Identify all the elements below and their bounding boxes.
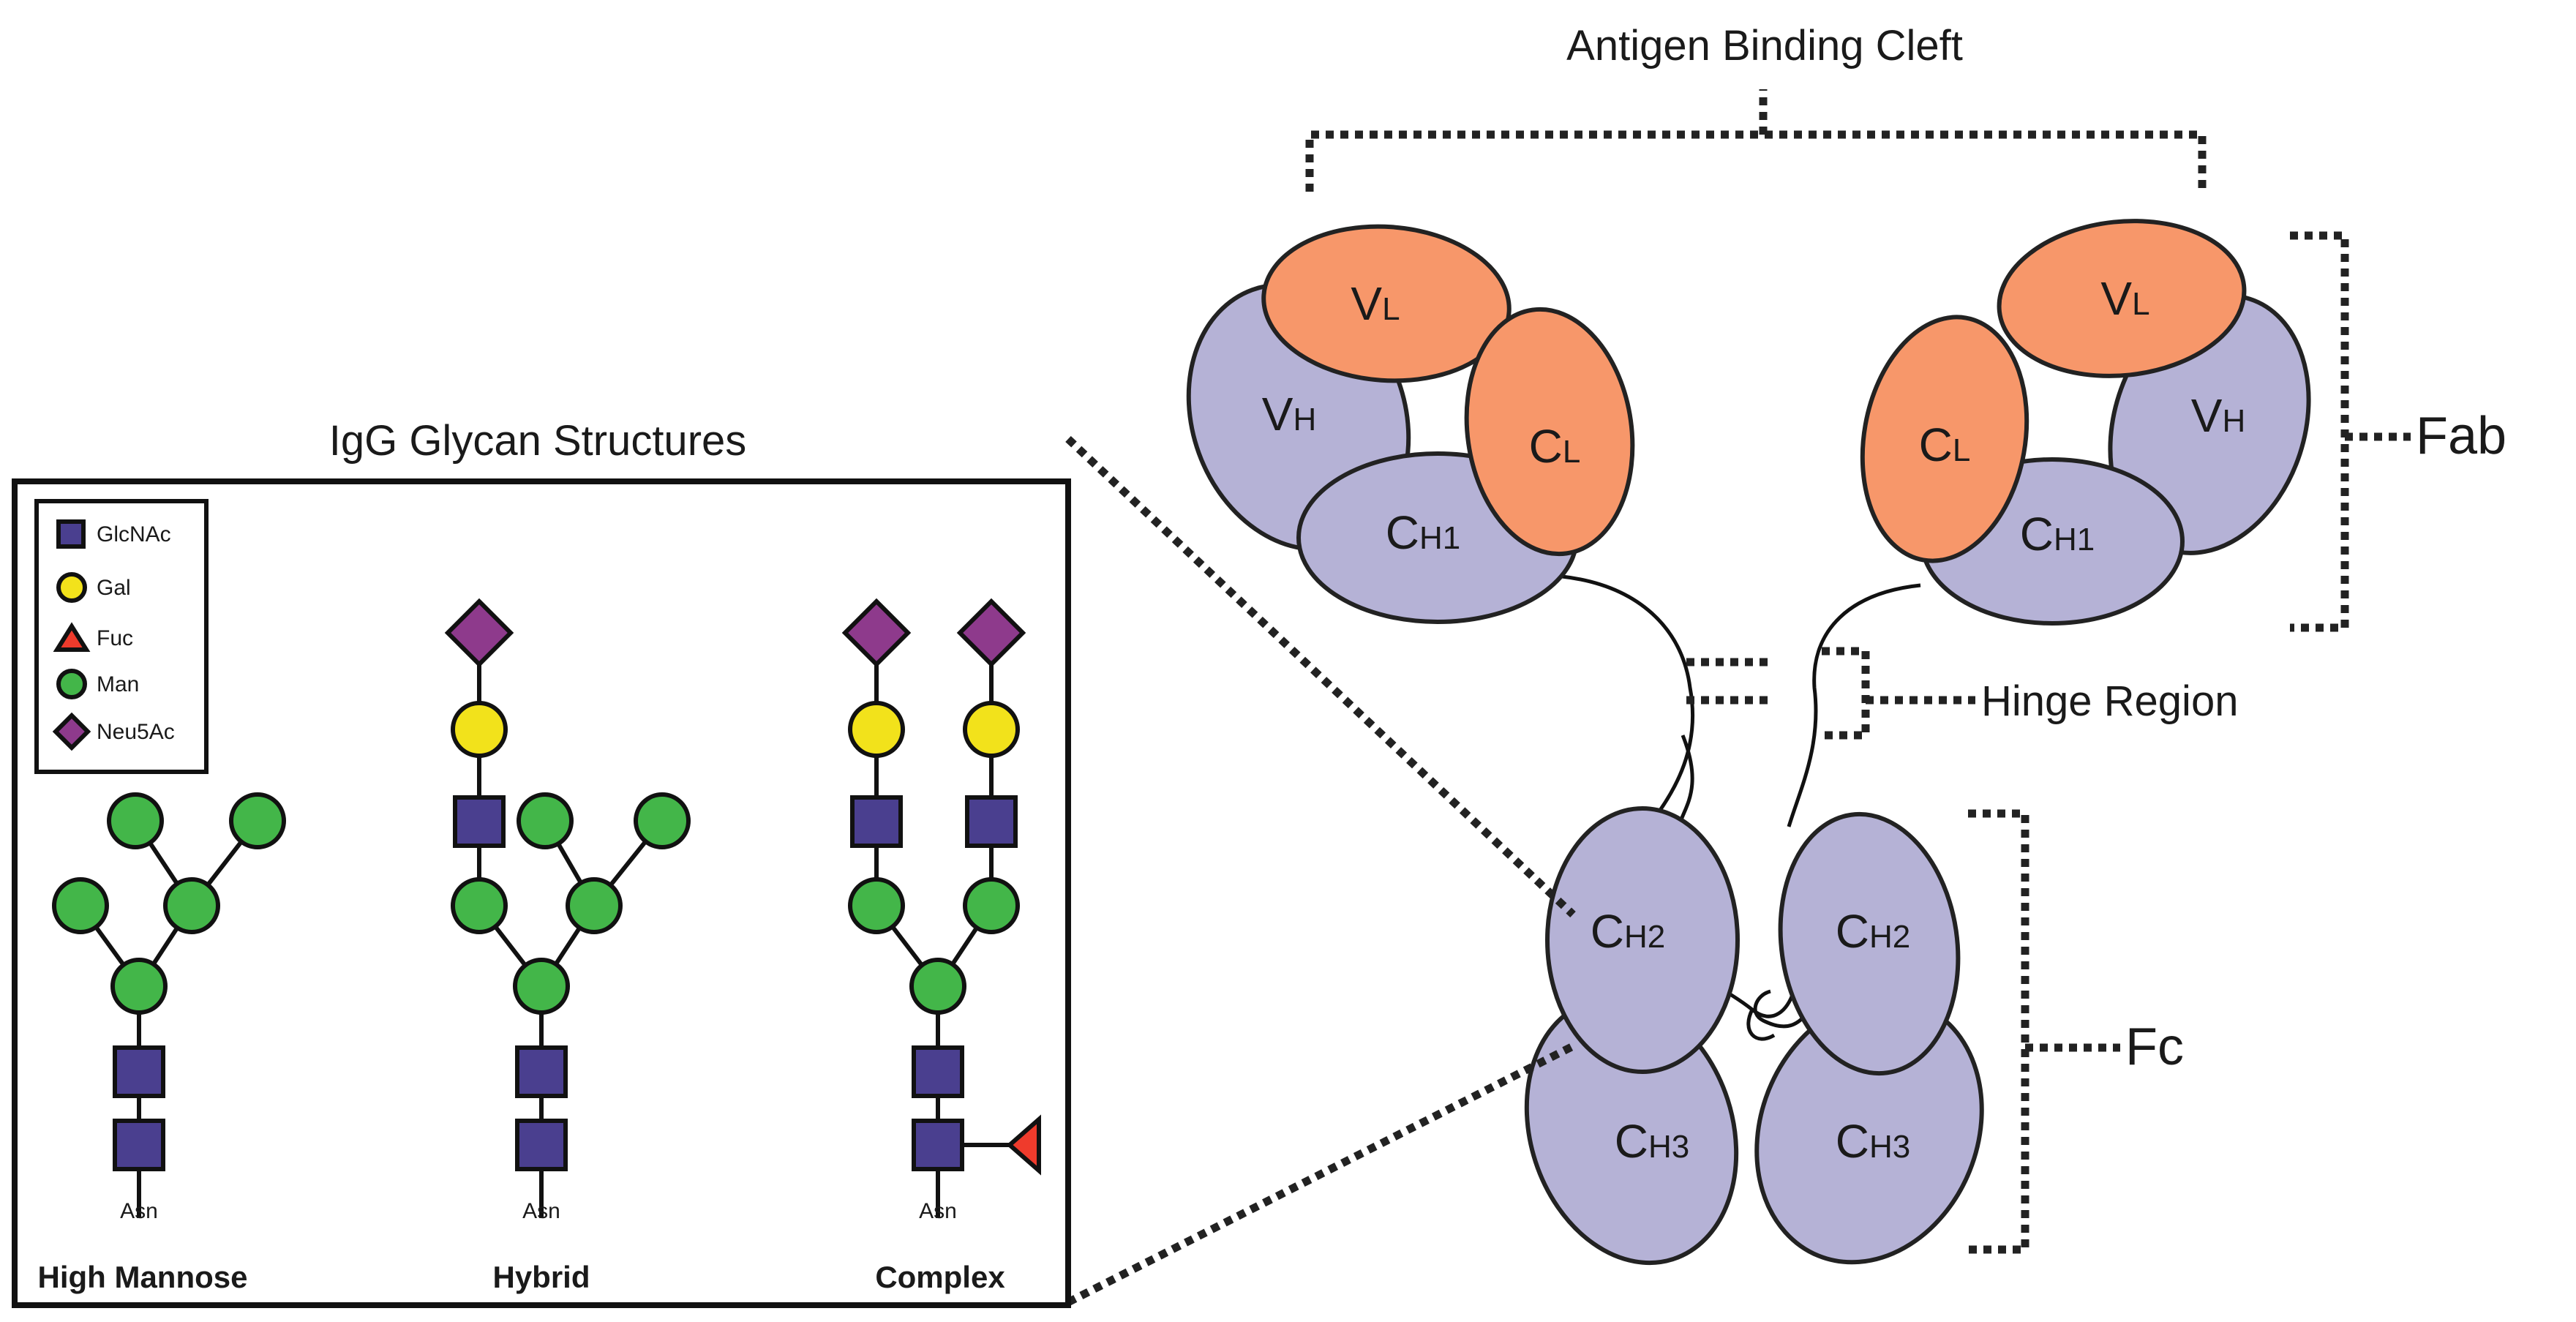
neu5ac-legend-icon	[52, 712, 91, 751]
glycan-legend: GlcNAc Gal Fuc Man Neu5Ac	[34, 499, 209, 774]
zoom-line-top	[1065, 435, 1576, 918]
right-ch2-domain	[1778, 811, 1961, 1076]
fab-label: Fab	[2416, 407, 2506, 465]
left-vl-domain	[1261, 224, 1512, 383]
left-cl-label: CL	[1529, 420, 1581, 473]
high-mannose-asn-label: Asn	[120, 1199, 158, 1223]
right-fab-arm: VL VH CL CH1	[1860, 219, 2311, 626]
glycan-panel: IgG Glycan Structures GlcNAc Gal Fuc Man…	[12, 417, 1071, 1308]
glycan-complex: Asn Complex	[841, 598, 1041, 1294]
high-mannose-name: High Mannose	[37, 1260, 247, 1294]
left-ch2-domain	[1545, 806, 1740, 1074]
left-fab-arm: VL VH CL CH1	[1186, 224, 1635, 624]
fc-label: Fc	[2125, 1018, 2184, 1076]
right-cl-domain	[1860, 315, 2029, 563]
right-ch2-label: CH2	[1836, 905, 1910, 958]
right-vl-label: VL	[2100, 272, 2149, 325]
right-heavy-chain-linker	[1787, 583, 1921, 827]
left-vl-label: VL	[1351, 277, 1400, 330]
complex-name: Complex	[875, 1260, 1005, 1294]
left-ch3-label: CH3	[1615, 1115, 1689, 1168]
gal-legend-icon	[56, 572, 87, 603]
antigen-binding-cleft-title: Antigen Binding Cleft	[1566, 22, 1963, 70]
fc-region: CH2 CH2 CH3 CH3	[1524, 806, 1984, 1266]
hinge-region-label: Hinge Region	[1981, 677, 2238, 725]
hybrid-name: Hybrid	[492, 1260, 590, 1294]
fuc-legend-icon	[53, 622, 91, 652]
glcnac-legend-label: GlcNAc	[97, 522, 171, 547]
complex-asn-label: Asn	[919, 1199, 957, 1223]
right-ch1-label: CH1	[2020, 508, 2095, 560]
right-cl-label: CL	[1919, 418, 1971, 471]
neu5ac-legend-label: Neu5Ac	[97, 720, 175, 744]
fab-bracket	[2290, 231, 2411, 632]
right-vl-domain	[1997, 219, 2247, 378]
left-heavy-chain-linker	[1561, 574, 1694, 836]
left-vh-label: VH	[1262, 388, 1316, 440]
left-ch1-label: CH1	[1386, 506, 1460, 559]
glycan-panel-title: IgG Glycan Structures	[329, 417, 747, 465]
hybrid-asn-label: Asn	[522, 1199, 560, 1223]
man-legend-label: Man	[97, 672, 139, 696]
antigen-binding-cleft-bracket	[1305, 89, 2207, 192]
glcnac-legend-icon	[56, 519, 86, 549]
hinge-bracket	[1822, 647, 1975, 740]
right-ch3-label: CH3	[1836, 1115, 1910, 1168]
gal-legend-label: Gal	[97, 576, 131, 600]
glycan-high-mannose: Asn High Mannose	[37, 792, 286, 1294]
right-vh-label: VH	[2191, 389, 2245, 442]
fuc-legend-label: Fuc	[97, 626, 133, 650]
man-legend-icon	[56, 669, 87, 699]
glycan-hybrid: Asn Hybrid	[444, 598, 691, 1294]
left-ch2-label: CH2	[1591, 905, 1665, 958]
left-cl-domain	[1464, 307, 1635, 557]
zoom-line-bottom	[1066, 1043, 1575, 1306]
fc-bracket	[1968, 809, 2120, 1254]
